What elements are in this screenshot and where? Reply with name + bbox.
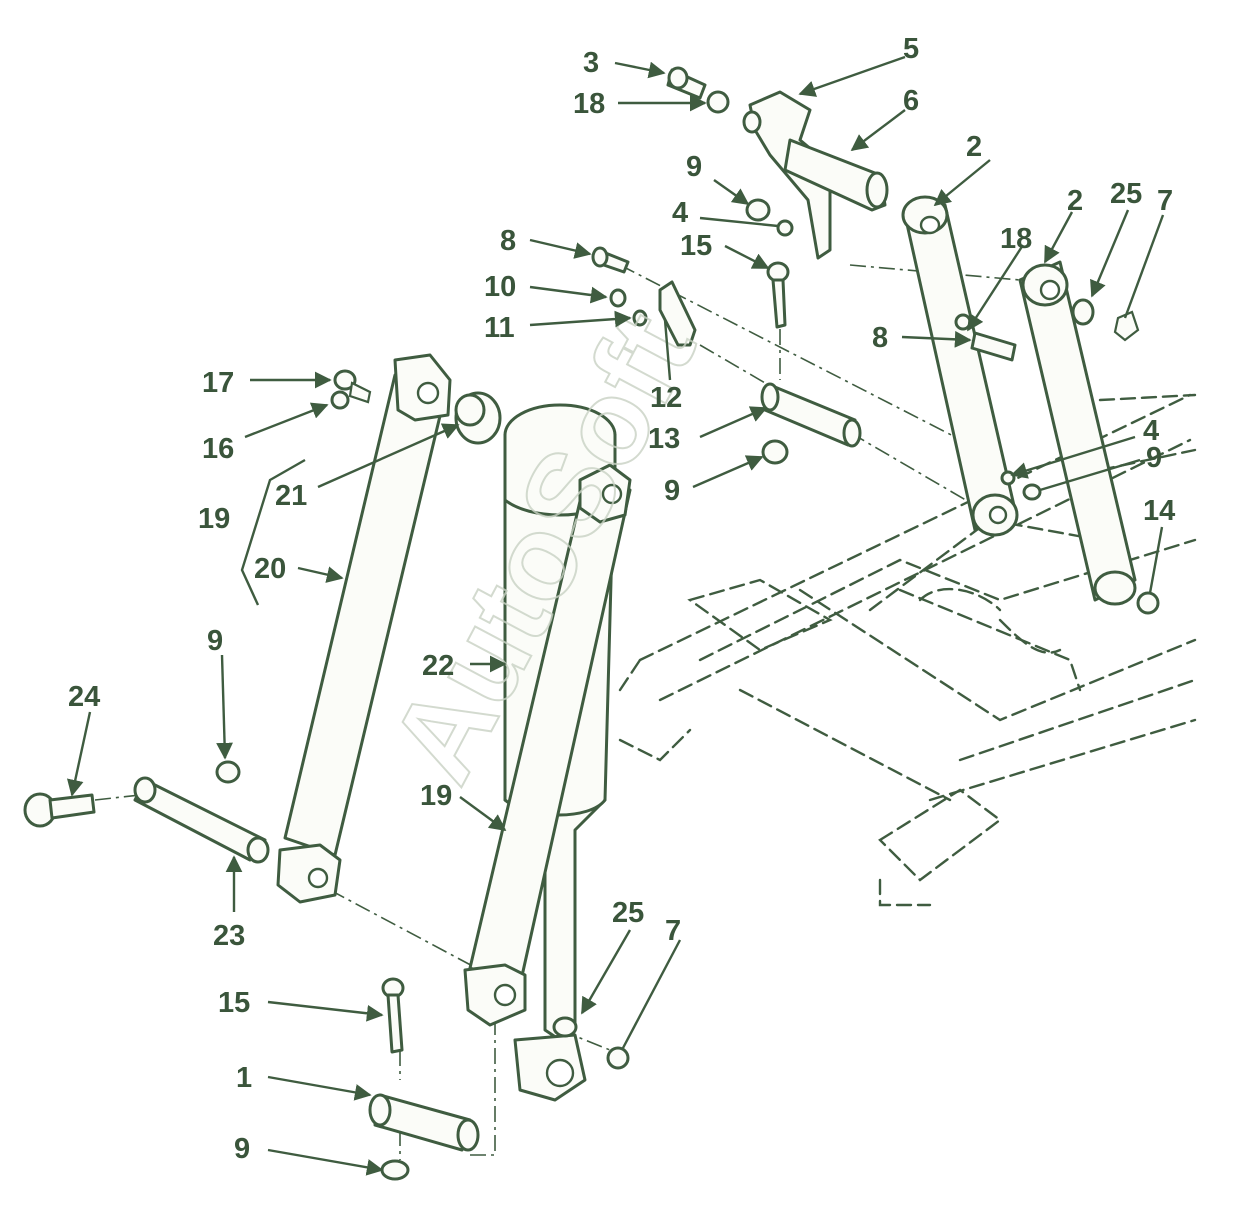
- lift-link-19: [463, 463, 632, 1027]
- callout-25: 25: [612, 897, 644, 929]
- fasteners-4-9-upper: [745, 198, 794, 237]
- callout-1: 1: [236, 1062, 252, 1094]
- pin-13: [760, 382, 862, 465]
- callout-9: 9: [234, 1133, 250, 1165]
- link-2-left: [901, 195, 1019, 537]
- callout-20: 20: [254, 553, 286, 585]
- callout-9: 9: [1146, 442, 1162, 474]
- callout-5: 5: [903, 33, 919, 65]
- callout-4: 4: [1143, 415, 1159, 447]
- callout-18: 18: [573, 88, 605, 120]
- callout-24: 24: [68, 681, 100, 713]
- callout-21: 21: [275, 480, 307, 512]
- callout-15: 15: [218, 987, 250, 1019]
- bolt-24: [23, 792, 96, 828]
- lower-fasteners: [215, 760, 630, 1181]
- callout-17: 17: [202, 367, 234, 399]
- callout-22: 22: [422, 650, 454, 682]
- link-2-right: [1018, 260, 1137, 606]
- callout-2: 2: [966, 131, 982, 163]
- bushing-21: [454, 391, 502, 445]
- pin-23: [133, 776, 270, 864]
- pin-1: [368, 1093, 480, 1152]
- callout-9: 9: [207, 625, 223, 657]
- fasteners-16-17: [330, 369, 372, 410]
- callout-25: 25: [1110, 178, 1142, 210]
- callout-2: 2: [1067, 185, 1083, 217]
- crank-arm-5-6: [742, 90, 889, 260]
- callout-10: 10: [484, 271, 516, 303]
- callout-8: 8: [500, 225, 516, 257]
- callout-12: 12: [650, 382, 682, 414]
- callout-7: 7: [665, 915, 681, 947]
- callout-9: 9: [664, 475, 680, 507]
- linch-pin-15-upper: [766, 261, 790, 329]
- leader-lines: [66, 55, 1165, 1176]
- callout-19: 19: [420, 780, 452, 812]
- callout-19: 19: [198, 503, 230, 535]
- callout-18: 18: [1000, 223, 1032, 255]
- lift-link-20: [276, 353, 452, 904]
- callout-3: 3: [583, 47, 599, 79]
- callout-11: 11: [484, 312, 515, 344]
- callout-4: 4: [672, 197, 688, 229]
- callout-9: 9: [686, 151, 702, 183]
- callout-13: 13: [648, 423, 680, 455]
- linch-pin-15-lower: [381, 977, 405, 1054]
- callout-14: 14: [1143, 495, 1175, 527]
- callout-15: 15: [680, 230, 712, 262]
- callout-8: 8: [872, 322, 888, 354]
- link-19-outline: [240, 458, 306, 606]
- callout-16: 16: [202, 433, 234, 465]
- callout-6: 6: [903, 85, 919, 117]
- callout-7: 7: [1157, 185, 1173, 217]
- callout-labels: 3 18 5 6 9 4 2 2 25 7 8 15 18 10 11 8 12…: [68, 33, 1175, 1165]
- arm-12: [609, 280, 697, 347]
- callout-23: 23: [213, 920, 245, 952]
- bolt-8-upper: [591, 246, 630, 274]
- bolt-3-washer-18: [666, 66, 730, 114]
